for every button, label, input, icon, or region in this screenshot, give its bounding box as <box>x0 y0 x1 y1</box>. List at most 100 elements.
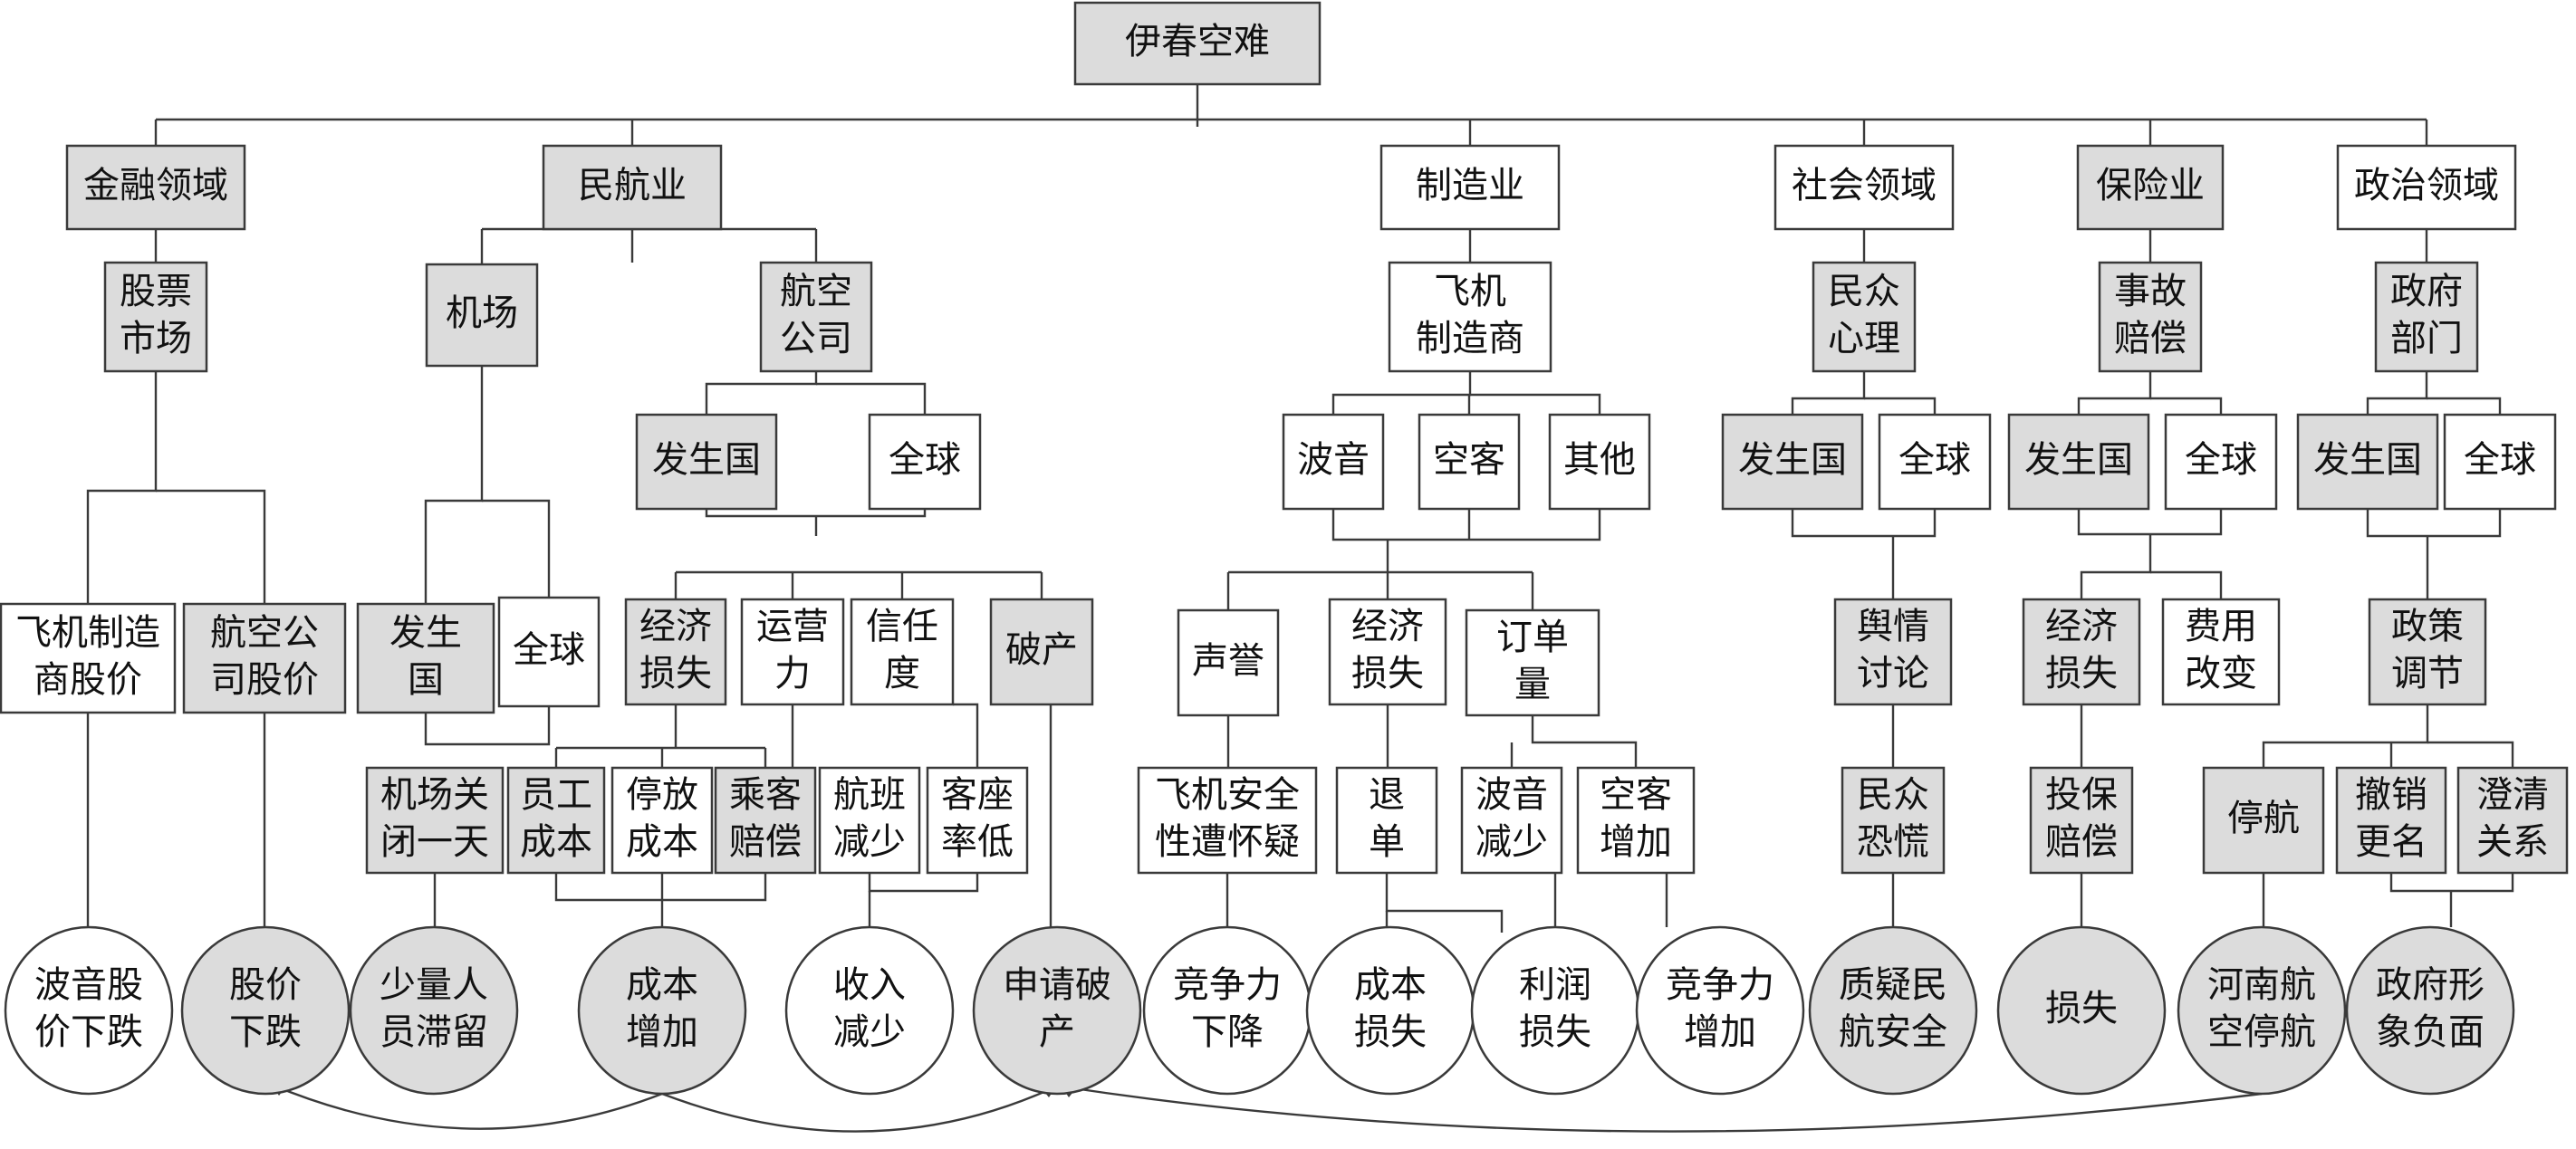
domain-civil-aviation: 民航业 <box>542 144 723 231</box>
node-comp-origin-country-shape <box>2007 413 2150 511</box>
node-gov-origin-country: 发生国 <box>2296 413 2439 511</box>
outcome-government-image-negative: 政府形象负面 <box>2345 925 2515 1096</box>
node-airport: 机场 <box>425 263 539 368</box>
connector-line <box>816 382 927 415</box>
node-government-dept: 政府部门 <box>2374 261 2479 373</box>
outcome-cost-increase-label: 成本增加 <box>626 964 698 1053</box>
node-insurance-economic-loss: 经济损失 <box>2022 598 2141 706</box>
node-other-makers: 其他 <box>1548 413 1651 511</box>
node-airport-global: 全球 <box>497 596 601 708</box>
node-flight-reduction: 航班减少 <box>818 766 921 875</box>
node-clarify-relation-shape <box>2456 766 2569 875</box>
node-airline-economic-loss: 经济损失 <box>624 598 727 706</box>
connector-line <box>424 706 551 746</box>
outcome-question-aviation-safety-shape <box>1808 925 1978 1096</box>
curved-arrows <box>271 1083 2263 1133</box>
node-aircraft-maker-label: 飞机制造商 <box>1416 271 1524 359</box>
node-public-panic: 民众恐慌 <box>1841 766 1946 875</box>
node-airline-global-label: 全球 <box>889 439 961 481</box>
node-insured-compensation: 投保赔偿 <box>2029 766 2134 875</box>
node-order-volume: 订单量 <box>1465 608 1600 717</box>
node-boeing-decrease-shape <box>1460 766 1563 875</box>
connector-line <box>705 371 818 415</box>
node-clarify-relation-label: 澄清关系 <box>2476 774 2549 863</box>
node-airport-global-label: 全球 <box>513 629 585 671</box>
node-maker-stock-price-shape <box>0 602 177 714</box>
node-passenger-compensation-label: 乘客赔偿 <box>729 774 802 863</box>
node-airport-closed-one-day: 机场关闭一天 <box>365 766 505 875</box>
domain-civil-aviation-shape <box>542 144 723 231</box>
node-airline-label: 航空公司 <box>780 271 852 359</box>
curved-arrow <box>271 1083 663 1130</box>
node-psych-origin-country-shape <box>1721 413 1864 511</box>
node-policy-adjustment-label: 政策调节 <box>2391 606 2464 694</box>
node-order-cancel-label: 退单 <box>1369 774 1405 863</box>
node-gov-global-shape <box>2443 413 2557 511</box>
node-gov-origin-country-shape <box>2296 413 2439 511</box>
node-psych-origin-country-label: 发生国 <box>1738 439 1847 481</box>
connector-line <box>1470 393 1601 415</box>
domain-manufacturing-label: 制造业 <box>1416 165 1524 206</box>
domain-politics-shape <box>2336 144 2517 231</box>
domain-society-label: 社会领域 <box>1792 165 1937 206</box>
outcome-henan-airlines-grounded-shape <box>2177 925 2347 1096</box>
node-operating-capacity: 运营力 <box>740 598 845 706</box>
node-revoke-rename-shape <box>2335 766 2447 875</box>
node-comp-global-label: 全球 <box>2185 439 2257 481</box>
node-flight-suspension-label: 停航 <box>2227 798 2300 839</box>
domain-manufacturing-shape <box>1379 144 1561 231</box>
outcome-cost-increase: 成本增加 <box>577 925 747 1096</box>
node-airport-global-shape <box>497 596 601 708</box>
node-public-opinion-shape <box>1833 598 1953 706</box>
connector-line <box>2077 509 2223 536</box>
node-fee-change-shape <box>2161 598 2281 706</box>
node-airport-shape <box>425 263 539 368</box>
node-aircraft-maker-shape <box>1388 261 1552 373</box>
node-passenger-compensation-shape <box>714 766 817 875</box>
node-safety-doubted-shape <box>1137 766 1318 875</box>
node-order-cancel-shape <box>1335 766 1438 875</box>
node-public-opinion: 舆情讨论 <box>1833 598 1953 706</box>
node-reputation-label: 声誉 <box>1192 640 1264 682</box>
domain-society: 社会领域 <box>1773 144 1955 231</box>
node-maker-economic-loss: 经济损失 <box>1328 598 1447 706</box>
node-revoke-rename: 撤销更名 <box>2335 766 2447 875</box>
node-airline-origin-country-shape <box>635 413 778 511</box>
outcome-few-stranded: 少量人员滞留 <box>349 925 519 1096</box>
connector-line <box>2427 397 2502 415</box>
connector-line <box>2262 704 2429 768</box>
node-boeing-decrease-label: 波音减少 <box>1475 774 1548 863</box>
curved-arrow <box>1061 1085 2263 1133</box>
node-trust-shape <box>850 598 955 706</box>
node-maker-stock-price: 飞机制造商股价 <box>0 602 177 714</box>
domain-manufacturing: 制造业 <box>1379 144 1561 231</box>
connector-line <box>1331 371 1472 415</box>
node-clarify-relation: 澄清关系 <box>2456 766 2569 875</box>
connector-line <box>2080 534 2152 599</box>
outcome-stock-drop-label: 股价下跌 <box>229 964 302 1053</box>
node-airbus-shape <box>1418 413 1521 511</box>
node-gov-global: 全球 <box>2443 413 2557 511</box>
connector-line <box>2366 371 2428 415</box>
node-airbus-increase-shape <box>1576 766 1696 875</box>
node-policy-adjustment-shape <box>2368 598 2487 706</box>
connector-line <box>868 873 979 893</box>
node-comp-origin-country-label: 发生国 <box>2024 439 2133 481</box>
outcome-loss-shape <box>1996 925 2167 1096</box>
node-public-psychology: 民众心理 <box>1812 261 1917 373</box>
domain-civil-aviation-label: 民航业 <box>578 165 687 206</box>
node-insurance-economic-loss-label: 经济损失 <box>2045 606 2118 694</box>
connector-line <box>482 499 551 598</box>
node-bankruptcy: 破产 <box>989 598 1094 706</box>
node-staff-cost: 员工成本 <box>506 766 606 875</box>
node-stock-market-shape <box>103 261 208 373</box>
outcome-henan-airlines-grounded-label: 河南航空停航 <box>2207 964 2316 1053</box>
outcome-competitiveness-down-label: 竞争力下降 <box>1173 964 1282 1053</box>
node-gov-origin-country-label: 发生国 <box>2313 439 2422 481</box>
node-public-psychology-shape <box>1812 261 1917 373</box>
node-public-opinion-label: 舆情讨论 <box>1857 606 1929 694</box>
node-airport-closed-one-day-label: 机场关闭一天 <box>380 774 489 863</box>
outcome-cost-loss-label: 成本损失 <box>1354 964 1427 1053</box>
outcome-stock-drop-shape <box>180 925 351 1096</box>
